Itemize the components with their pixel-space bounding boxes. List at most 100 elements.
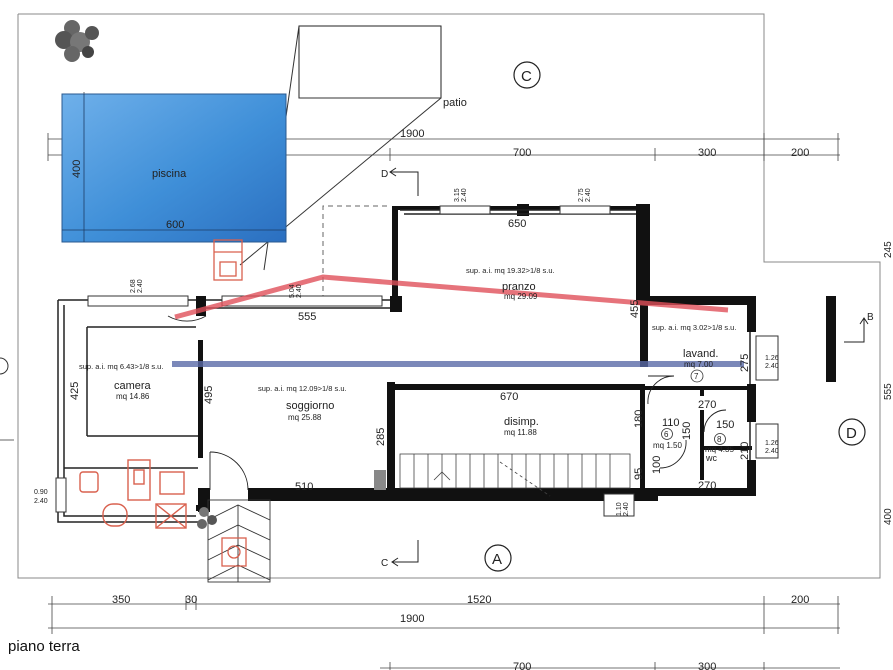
section-cut-b [844,317,869,343]
plan-caption: piano terra [8,638,80,655]
wc-num: 8 [717,435,722,444]
dim-bot2-300: 300 [698,661,716,670]
section-marker-d: D [838,418,866,446]
win-bath-a: 0.90 [34,489,48,496]
win-top1-b: 2.40 [461,188,468,202]
dim-pool-600: 600 [166,219,184,231]
entrance-marker-icon [221,537,247,567]
lavand-sup: sup. a.i. mq 3.02>1/8 s.u. [652,323,736,332]
plant-icon [197,507,217,529]
pool-label: piscina [152,168,187,180]
entrance-ramp [207,499,271,583]
section-cut-b-label: B [867,312,874,323]
wc-name: wc [705,453,717,463]
walls [196,204,756,512]
section-marker-c: C [513,61,541,89]
win-left-b: 2.40 [137,279,144,293]
room6-num: 6 [664,430,669,439]
win-r1-b: 2.40 [765,363,779,370]
dim-150b: 150 [681,422,693,440]
lavand-name: lavand. [683,348,718,360]
svg-text:C: C [521,68,532,85]
bathroom-fixtures [79,459,187,529]
win-r2-a: 1.26 [765,440,779,447]
dim-top-total: 1900 [400,128,424,140]
win-top2-b: 2.40 [585,188,592,202]
dim-bot2-700: 700 [513,661,531,670]
dim-455: 455 [629,300,641,318]
dim-495: 495 [203,386,215,404]
pool [61,93,287,243]
room6-mq: mq 1.50 [653,441,682,450]
dim-510: 510 [295,481,313,493]
wc-mq: mq 4.35 [705,445,734,454]
pool-ladder-icon [213,239,243,281]
dim-270b: 270 [698,480,716,492]
dim-bot-30: 30 [185,594,197,606]
disimp-name: disimp. [504,416,539,428]
win-mid-b: 2.40 [296,284,303,298]
patio-outline [322,205,390,300]
svg-text:A: A [492,551,502,568]
soggiorno-mq: mq 25.88 [288,413,322,422]
stairs [399,453,631,497]
edge-dim-555: 555 [883,383,893,400]
dim-100: 100 [651,456,663,474]
dim-95: 95 [633,468,645,480]
section-cut-c [391,540,419,567]
red-section-line [174,274,729,320]
dim-top-300: 300 [698,147,716,159]
win-r2-b: 2.40 [765,448,779,455]
win-bath-b: 2.40 [34,498,48,505]
section-cut-d [389,167,419,196]
dim-180: 180 [633,410,645,428]
wc-badge [714,433,726,445]
dim-bot-350: 350 [112,594,130,606]
dim-425: 425 [69,382,81,400]
dim-150a: 150 [716,419,734,431]
patio-label: patio [443,97,467,109]
lavand-number-badge [690,369,704,383]
dim-285: 285 [375,428,387,446]
room6-badge [661,428,673,440]
lavand-num: 7 [694,372,699,381]
dim-110: 110 [662,417,680,429]
win-bot-a: 1.10 [616,502,623,516]
win-mid-a: 5.04 [289,284,296,298]
pranzo-name: pranzo [502,281,536,293]
bottom-dimensions [48,596,840,670]
dim-210: 210 [739,442,751,460]
section-marker-a: A [484,544,512,572]
dim-555: 555 [298,311,316,323]
svg-text:D: D [846,425,857,442]
dim-670: 670 [500,391,518,403]
soggiorno-name: soggiorno [286,400,334,412]
win-top1-a: 3.15 [454,188,461,202]
win-bot-b: 2.40 [623,502,630,516]
pranzo-mq: mq 29.09 [504,292,538,301]
tree-icon [55,20,99,62]
dim-bot-200: 200 [791,594,809,606]
windows [55,205,779,517]
section-b-wall [826,296,836,382]
patio-box [298,25,442,99]
site-boundary [17,13,881,579]
win-r1-a: 1.26 [765,355,779,362]
section-cut-d-label: D [381,169,388,180]
dim-270a: 270 [698,399,716,411]
camera-sup: sup. a.i. mq 6.43>1/8 s.u. [79,362,163,371]
win-top2-a: 2.75 [578,188,585,202]
win-left-a: 2.68 [130,279,137,293]
stair-corner [374,470,386,490]
partial-marker-left [0,357,9,375]
dim-pool-400: 400 [71,160,83,178]
soggiorno-sup: sup. a.i. mq 12.09>1/8 s.u. [258,384,347,393]
dim-top-700: 700 [513,147,531,159]
section-cut-c-label: C [381,558,388,569]
dim-top-200: 200 [791,147,809,159]
lavand-mq: mq 7.00 [684,360,713,369]
edge-dim-400: 400 [883,508,893,525]
camera-mq: mq 14.86 [116,392,150,401]
doors [167,315,727,491]
